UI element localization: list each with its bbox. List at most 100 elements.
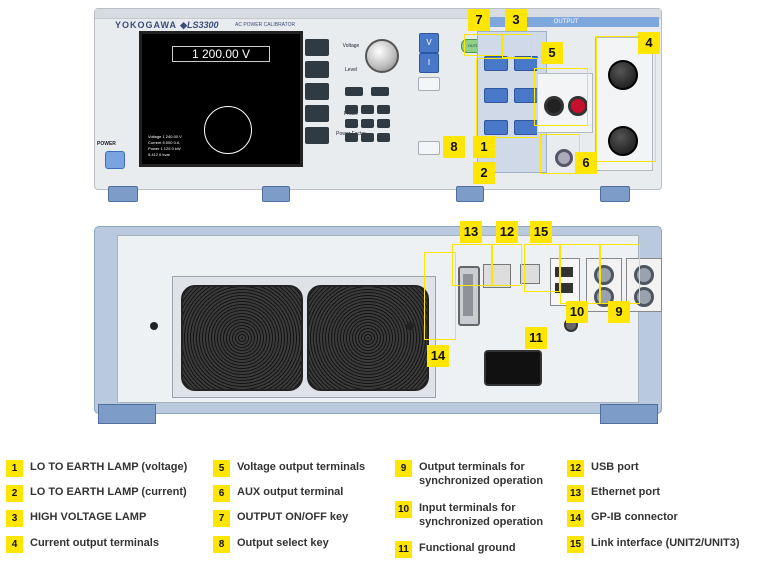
- legend-number: 8: [213, 536, 230, 553]
- callout-badge: 15: [530, 221, 552, 243]
- fan-housing: [172, 276, 436, 398]
- screen-row: 5.412 6 kvar: [148, 152, 171, 157]
- front-foot: [600, 186, 630, 202]
- callout-box: [424, 252, 456, 340]
- callout-box: [502, 34, 532, 58]
- softkey[interactable]: [305, 127, 329, 144]
- current-lo-terminal: [608, 126, 638, 156]
- legend-label: Output terminals for synchronized operat…: [419, 461, 544, 487]
- legend-number: 4: [6, 536, 23, 553]
- output-section-header: OUTPUT: [473, 17, 659, 27]
- arrow-left-key[interactable]: [345, 87, 363, 96]
- model-subtitle: AC POWER CALIBRATOR: [235, 22, 296, 28]
- legend-label: Current output terminals: [30, 537, 159, 549]
- legend-label: AUX output terminal: [237, 486, 344, 498]
- legend-number: 9: [395, 460, 412, 477]
- callout-badge: 12: [496, 221, 518, 243]
- keypad-key[interactable]: [345, 133, 358, 142]
- rear-panel: [94, 226, 662, 414]
- callout-badge: 4: [638, 32, 660, 54]
- callout-box: [524, 244, 560, 292]
- link-port-unit3: [555, 283, 573, 293]
- softkey[interactable]: [305, 105, 329, 122]
- rear-foot: [600, 404, 658, 424]
- arrow-right-key[interactable]: [371, 87, 389, 96]
- callout-badge: 6: [575, 152, 597, 174]
- legend-label: Voltage output terminals: [237, 461, 366, 473]
- softkey-label: Phase: [343, 111, 359, 117]
- legend-number: 7: [213, 510, 230, 527]
- callout-badge: 10: [566, 301, 588, 323]
- unit-select-key[interactable]: [484, 88, 508, 103]
- keypad-key[interactable]: [345, 119, 358, 128]
- gpib-connector: [458, 266, 480, 326]
- callout-box: [540, 134, 580, 174]
- screen-row: Power 1 125 0 kW: [148, 146, 181, 151]
- legend-item: 1 LO TO EARTH LAMP (voltage): [6, 460, 220, 477]
- legend-item: 11 Functional ground: [395, 541, 559, 558]
- legend-item: 12 USB port: [567, 460, 760, 477]
- unit-select-key[interactable]: [484, 56, 508, 71]
- legend-number: 3: [6, 510, 23, 527]
- legend-label: OUTPUT ON/OFF key: [237, 511, 349, 523]
- softkey-label: Level: [345, 67, 357, 73]
- callout-badge: 7: [468, 9, 490, 31]
- cooling-fan: [307, 285, 429, 391]
- softkey[interactable]: [305, 83, 329, 100]
- callout-box: [596, 36, 656, 162]
- callout-badge: 1: [473, 136, 495, 158]
- rear-panel-inner: [117, 235, 662, 403]
- keypad-key[interactable]: [361, 105, 374, 114]
- callout-badge: 11: [525, 327, 547, 349]
- legend-label: Link interface (UNIT2/UNIT3): [591, 537, 740, 549]
- keypad-key[interactable]: [377, 105, 390, 114]
- callout-badge: 8: [443, 136, 465, 158]
- i-key[interactable]: I: [419, 53, 439, 73]
- keypad-key[interactable]: [377, 133, 390, 142]
- callout-badge: 2: [473, 162, 495, 184]
- config-key[interactable]: [418, 77, 440, 91]
- callout-box: [476, 58, 538, 138]
- v-key[interactable]: V: [419, 33, 439, 53]
- legend-number: 12: [567, 460, 584, 477]
- legend-number: 13: [567, 485, 584, 502]
- legend-number: 6: [213, 485, 230, 502]
- screen-row: Voltage 1 240.00 V: [148, 134, 182, 139]
- screen-main-readout: 1 200.00 V: [172, 46, 270, 62]
- legend-item: 8 Output select key: [213, 536, 397, 553]
- legend-item: 4 Current output terminals: [6, 536, 220, 553]
- ethernet-port: [483, 264, 511, 288]
- legend-label: GP-IB connector: [591, 511, 678, 523]
- keypad-key[interactable]: [345, 105, 358, 114]
- power-button[interactable]: [105, 151, 125, 169]
- legend-label: Output select key: [237, 537, 329, 549]
- legend-number: 5: [213, 460, 230, 477]
- keypad-key[interactable]: [361, 133, 374, 142]
- legend-number: 14: [567, 510, 584, 527]
- rear-foot: [98, 404, 156, 424]
- rotary-knob[interactable]: [365, 39, 399, 73]
- legend-label: Functional ground: [419, 542, 516, 554]
- keypad-key[interactable]: [377, 119, 390, 128]
- legend-item: 13 Ethernet port: [567, 485, 760, 502]
- callout-badge: 5: [541, 42, 563, 64]
- callout-badge: 3: [505, 9, 527, 31]
- legend-label: USB port: [591, 461, 639, 473]
- unit-select-key[interactable]: [484, 120, 508, 135]
- callout-box: [560, 244, 600, 304]
- lcd-screen: 1 200.00 V Voltage 1 240.00 V Current 5.…: [139, 31, 303, 167]
- gpib-pins: [463, 274, 473, 316]
- keypad-key[interactable]: [361, 119, 374, 128]
- utility-key[interactable]: [418, 141, 440, 155]
- softkey[interactable]: [305, 61, 329, 78]
- front-foot: [262, 186, 290, 202]
- legend-number: 11: [395, 541, 412, 558]
- callout-box: [600, 244, 640, 304]
- callout-badge: 14: [427, 345, 449, 367]
- softkey[interactable]: [305, 39, 329, 56]
- brand-logo: YOKOGAWA ◆: [115, 20, 189, 30]
- front-foot: [456, 186, 484, 202]
- screw: [150, 322, 158, 330]
- legend-label: LO TO EARTH LAMP (current): [30, 486, 187, 498]
- legend-item: 15 Link interface (UNIT2/UNIT3): [567, 536, 760, 553]
